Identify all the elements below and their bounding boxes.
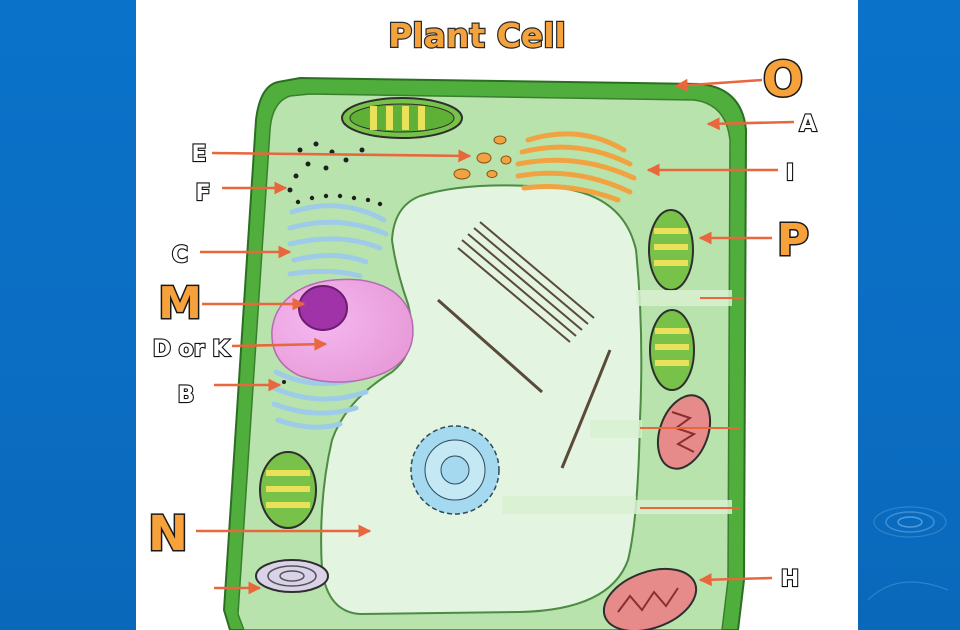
arrow-A xyxy=(706,117,795,131)
crystal-needle-left xyxy=(437,298,543,394)
label-F: F xyxy=(195,181,210,206)
ripple-decoration xyxy=(867,506,949,601)
smooth-er xyxy=(271,369,375,430)
label-A: A xyxy=(799,112,816,137)
mitochondrion-right xyxy=(656,394,712,470)
vesicles xyxy=(453,135,512,180)
label-arrows xyxy=(196,78,795,595)
nucleolus xyxy=(298,285,348,331)
label-M: M xyxy=(158,278,202,329)
label-B: B xyxy=(178,383,195,408)
slide-background-left xyxy=(0,0,136,630)
label-H: H xyxy=(781,567,799,592)
label-E: E xyxy=(191,142,206,167)
spiral-organelle xyxy=(255,559,329,593)
arrow-H xyxy=(698,573,773,587)
hidden-label-box-1 xyxy=(636,290,732,306)
ribosomes xyxy=(287,141,383,207)
arrow-O xyxy=(674,78,763,92)
hidden-label-box-3 xyxy=(502,496,636,514)
rough-er xyxy=(287,203,389,279)
hidden-label-lines xyxy=(640,297,744,509)
label-P: P xyxy=(777,215,809,266)
label-C: C xyxy=(172,243,188,268)
chloroplast-right-1 xyxy=(648,209,694,291)
slide-background-right xyxy=(858,0,960,630)
chloroplast-left-bottom xyxy=(259,451,317,529)
mitochondrion-bottom xyxy=(602,567,698,630)
label-D-or-K: D or K xyxy=(153,337,231,362)
label-O: O xyxy=(763,52,804,108)
diagram-title: Plant Cell xyxy=(388,16,566,55)
cytoskeleton-bundle xyxy=(457,221,595,343)
chloroplast-right-2 xyxy=(649,309,695,391)
label-I: I xyxy=(786,161,794,186)
nucleus xyxy=(271,278,414,383)
chloroplast-top xyxy=(341,97,463,139)
arrow-DK xyxy=(231,337,328,351)
golgi-apparatus xyxy=(515,131,637,203)
druse-crystal xyxy=(410,425,500,515)
hidden-label-box-2 xyxy=(590,420,642,438)
label-N: N xyxy=(148,506,188,562)
crystal-needle-right xyxy=(560,349,612,469)
arrow-E xyxy=(211,149,472,163)
